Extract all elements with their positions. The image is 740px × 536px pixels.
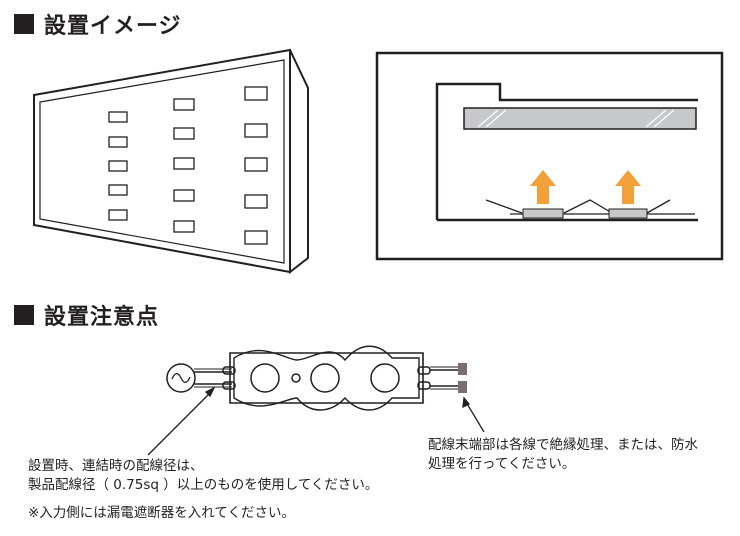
leader-lines [147, 386, 485, 456]
wire-end-cap-icon [458, 363, 467, 375]
led-module-left [522, 208, 564, 219]
led-module-grid [108, 86, 268, 245]
note-line: ※入力側には漏電遮断器を入れてください。 [28, 505, 296, 521]
section-title: 設置イメージ [44, 14, 182, 39]
wiring-diagram [166, 345, 458, 411]
note-line: 製品配線径（ 0.75sq ）以上のものを使用してください。 [28, 477, 379, 493]
note-line: 配線末端部は各線で絶縁処理、または、防水 [428, 437, 698, 453]
ac-source-icon [166, 363, 196, 393]
wiring-gauge-note: 設置時、連結時の配線径は、 製品配線径（ 0.75sq ）以上のものを使用してく… [28, 457, 378, 495]
section-title: 設置注意点 [44, 305, 160, 330]
wire-end-cap-icon [458, 381, 467, 393]
section-heading-installation-notes: 設置注意点 [14, 299, 159, 331]
wire-end-note: 配線末端部は各線で絶縁処理、または、防水 処理を行ってください。 [428, 436, 698, 474]
section-heading-installation-image: 設置イメージ [14, 8, 182, 40]
note-line: 設置時、連結時の配線径は、 [28, 458, 204, 474]
square-bullet-icon [14, 305, 34, 325]
cross-section-illustration [375, 51, 724, 261]
led-module-body [233, 345, 420, 411]
led-module-right [608, 208, 648, 219]
breaker-caution-note: ※入力側には漏電遮断器を入れてください。 [28, 504, 295, 523]
square-bullet-icon [14, 14, 34, 34]
sign-box-illustration [33, 48, 309, 275]
face-panel [463, 107, 697, 130]
note-line: 処理を行ってください。 [428, 456, 576, 472]
up-arrow-icon [530, 170, 641, 204]
